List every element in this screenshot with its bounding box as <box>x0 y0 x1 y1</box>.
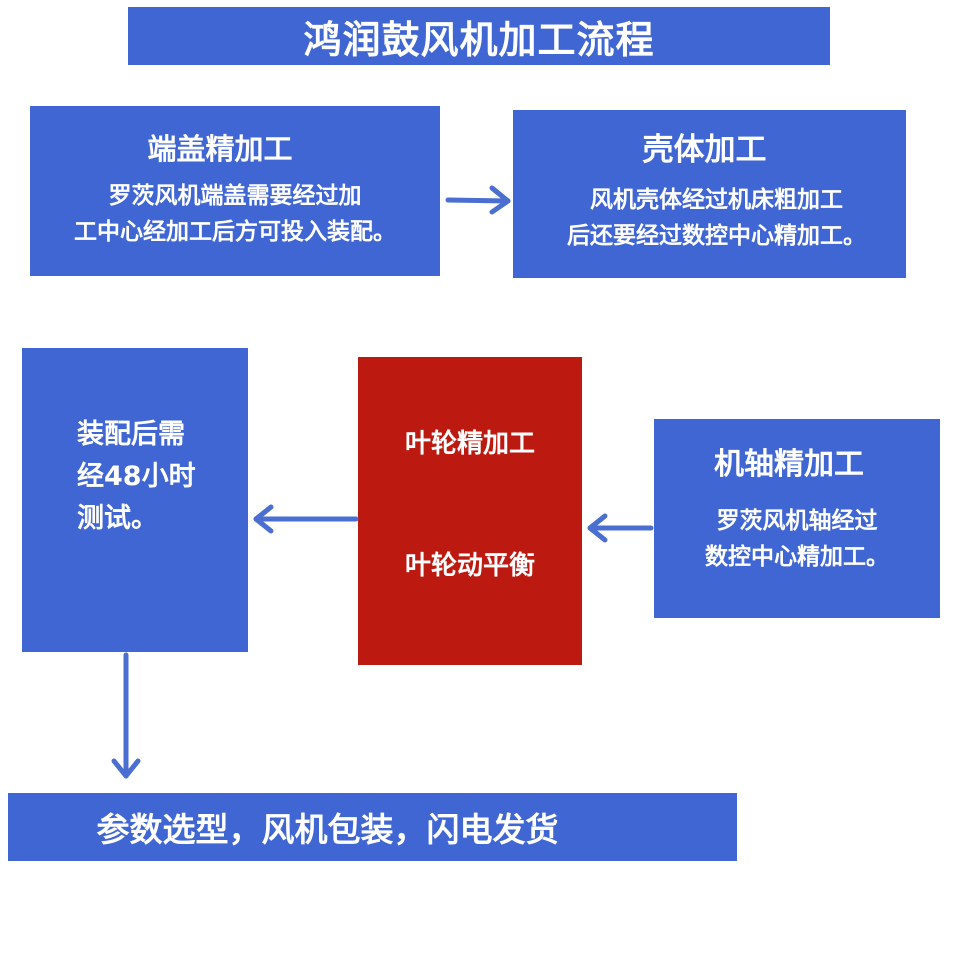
arrow-endcap-to-housing <box>445 197 511 204</box>
endcap-description: 罗茨风机端盖需要经过加 工中心经加工后方可投入装配。 <box>38 178 432 250</box>
assembly-description: 装配后需经48小时测试。 <box>77 419 196 534</box>
shaft-heading: 机轴精加工 <box>714 447 864 482</box>
title-banner: 鸿润鼓风机加工流程 <box>128 7 830 65</box>
shaft-description-line: 数控中心精加工。 <box>705 544 889 570</box>
diagram-title: 鸿润鼓风机加工流程 <box>303 17 655 62</box>
arrow-assembly-to-shipping-head <box>111 758 141 779</box>
shipping-text: 参数选型，风机包装，闪电发货 <box>96 810 559 849</box>
endcap-description-line: 工中心经加工后方可投入装配。 <box>74 219 396 245</box>
endcap-machining-box: 端盖精加工 罗茨风机端盖需要经过加 工中心经加工后方可投入装配。 <box>30 106 440 276</box>
shaft-machining-box: 机轴精加工 罗茨风机轴经过 数控中心精加工。 <box>654 419 940 618</box>
arrow-shaft-to-impeller-head <box>587 513 608 543</box>
impeller-box: 叶轮精加工 叶轮动平衡 <box>358 357 582 665</box>
impeller-balancing-label: 叶轮动平衡 <box>404 551 535 581</box>
shaft-description: 罗茨风机轴经过 数控中心精加工。 <box>654 503 940 575</box>
housing-description: 风机壳体经过机床粗加工 后还要经过数控中心精加工。 <box>531 182 902 254</box>
assembly-test-box: 装配后需经48小时测试。 <box>22 348 248 652</box>
arrow-endcap-to-housing-head <box>489 185 511 215</box>
housing-machining-box: 壳体加工 风机壳体经过机床粗加工 后还要经过数控中心精加工。 <box>513 110 906 278</box>
endcap-heading: 端盖精加工 <box>147 132 293 166</box>
impeller-machining-label: 叶轮精加工 <box>404 429 535 459</box>
housing-heading: 壳体加工 <box>642 132 767 168</box>
housing-description-line: 后还要经过数控中心精加工。 <box>567 223 866 249</box>
shipping-banner: 参数选型，风机包装，闪电发货 <box>8 793 737 861</box>
shaft-description-line: 罗茨风机轴经过 <box>716 508 878 534</box>
endcap-description-line: 罗茨风机端盖需要经过加 <box>108 183 362 209</box>
housing-description-line: 风机壳体经过机床粗加工 <box>590 187 843 213</box>
arrow-impeller-to-assembly-head <box>253 504 274 534</box>
